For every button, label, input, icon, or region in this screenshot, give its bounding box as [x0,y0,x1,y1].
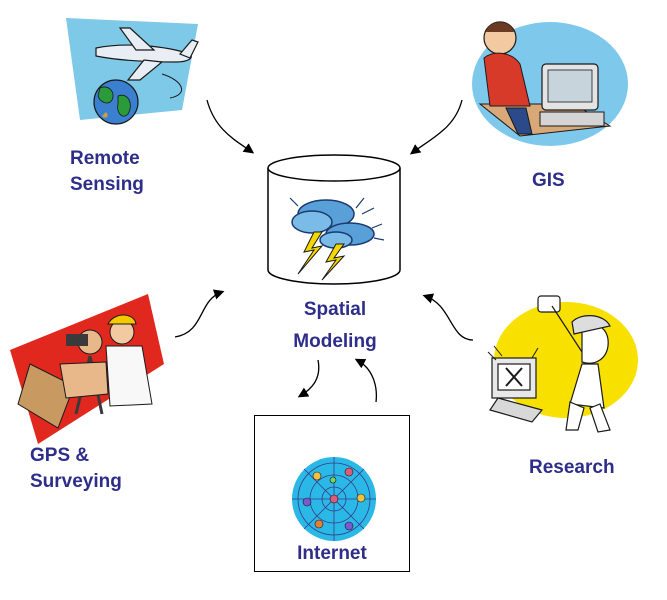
surveyor-icon [10,294,164,444]
internet-label: Internet [297,543,367,564]
gps-label-line2: Surveying [30,471,122,492]
web-globe-icon [292,457,376,541]
remote-sensing-line1: Remote [70,148,140,169]
center-label-line1: Spatial [303,299,367,320]
center-label-line2: Modeling [293,331,377,352]
arrow-gis-to-center [409,99,463,155]
gis-label: GIS [532,170,565,191]
center-label: Spatial Modeling [276,294,394,358]
researcher-icon [487,295,638,433]
internet-box: Internet [254,415,410,572]
arrow-remote-to-center [206,99,255,154]
database-storm-icon [267,154,401,285]
arrow-center-to-internet [297,359,320,398]
gps-label-line1: GPS & [30,445,90,466]
gps-label: GPS & Surveying [30,443,122,495]
remote-sensing-label: Remote Sensing [70,146,144,198]
arrow-internet-to-center [354,358,378,403]
person-computer-icon [472,21,628,146]
research-label: Research [529,457,615,478]
arrow-research-to-center [422,293,474,341]
remote-sensing-line2: Sensing [70,174,144,195]
airplane-globe-icon [66,18,199,125]
arrow-gps-to-center [174,289,225,338]
